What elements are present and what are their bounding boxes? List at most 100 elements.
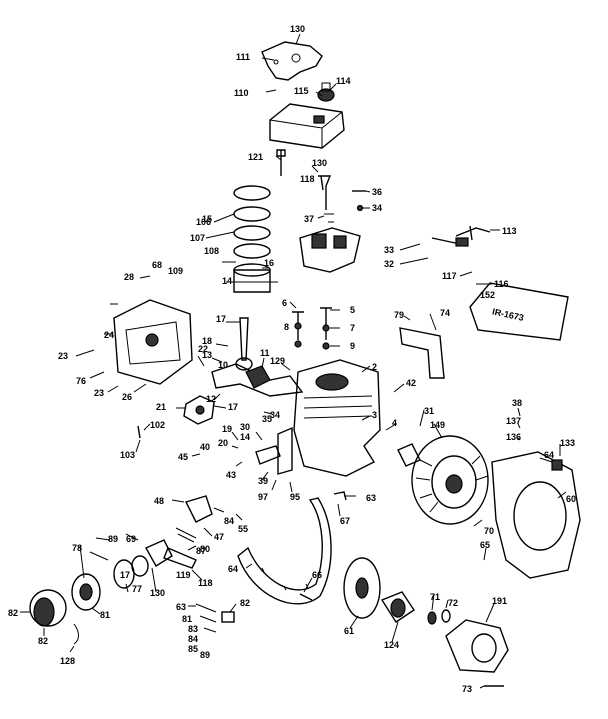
part-bearing-124 [380, 591, 415, 623]
callout-label: 130 [150, 588, 165, 598]
part-cover-boss [313, 115, 325, 124]
callout-label: 81 [182, 614, 192, 624]
callout-label: 89 [108, 534, 118, 544]
callout-label: 3 [372, 410, 377, 420]
part-flywheel-hub [445, 474, 463, 494]
part-lever-boss [455, 237, 469, 247]
part-screw-66 [299, 593, 313, 601]
part-flywheel-fins [415, 455, 489, 513]
part-crankcase-inner [125, 321, 181, 365]
part-valve-stem-b [320, 307, 332, 340]
part-spring-d [322, 342, 330, 350]
callout-label: 31 [424, 406, 434, 416]
part-spring-a [294, 322, 302, 330]
callout-label: 110 [234, 88, 249, 98]
callout-label: 61 [344, 626, 354, 636]
callout-label: 14 [222, 276, 232, 286]
callout-label: 97 [258, 492, 268, 502]
part-gear-81 [71, 573, 101, 611]
part-bearing-boss [145, 333, 159, 347]
callout-label: 106 [196, 217, 211, 227]
callout-label: 10 [218, 360, 228, 370]
part-bracket-74 [399, 327, 445, 379]
callout-label: 68 [152, 260, 162, 270]
callout-label: 38 [512, 398, 522, 408]
callout-label: 15 [202, 214, 212, 224]
callout-label: 30 [240, 422, 250, 432]
part-blower-opening [513, 481, 567, 551]
part-blower-housing [491, 451, 581, 579]
callout-label: 24 [104, 330, 114, 340]
callout-label: 84 [188, 634, 198, 644]
part-bearing-124-ring [390, 598, 406, 618]
callout-label: 37 [304, 214, 314, 224]
callout-label: 85 [188, 644, 198, 654]
callout-label: 82 [240, 598, 250, 608]
callout-label: 83 [188, 624, 198, 634]
callout-label: 40 [200, 442, 210, 452]
callout-label: 77 [132, 584, 142, 594]
callout-label: 66 [312, 570, 322, 580]
callout-label: 124 [384, 640, 399, 650]
part-hub-130 [145, 539, 173, 567]
part-washer-34 [356, 204, 364, 212]
part-disc-61-hole [355, 577, 369, 599]
part-pin-group [195, 603, 217, 633]
part-disc-61 [343, 557, 381, 619]
part-cam-gear [183, 395, 215, 425]
callout-label: 23 [58, 351, 68, 361]
part-gear-77 [131, 555, 149, 577]
callout-label: 6 [282, 298, 287, 308]
callout-label: 11 [260, 348, 270, 358]
callout-label: 72 [448, 598, 458, 608]
part-washer-72 [441, 609, 451, 623]
part-spring-c [294, 340, 302, 348]
callout-label: 36 [372, 187, 382, 197]
part-block-84 [221, 611, 235, 623]
callout-label: 133 [560, 438, 575, 448]
card-label: IR-1673 [491, 306, 524, 322]
part-starter-191 [445, 619, 509, 673]
callout-label: 87 [196, 546, 206, 556]
callout-label: 107 [190, 233, 205, 243]
callout-label: 35 [262, 414, 272, 424]
part-connecting-rod [239, 317, 249, 361]
callout-label: 64 [228, 564, 238, 574]
callout-label: 7 [350, 323, 355, 333]
callout-label: 63 [176, 602, 186, 612]
callout-label: 16 [264, 258, 274, 268]
leader-lines [20, 33, 567, 689]
callout-label: 149 [430, 420, 445, 430]
part-elbow [185, 495, 213, 523]
part-carb-bowl [311, 233, 327, 249]
callout-label: 119 [176, 570, 191, 580]
callout-label: 69 [126, 534, 136, 544]
callout-label: 67 [340, 516, 350, 526]
part-breather-cap [317, 88, 335, 102]
part-flywheel-inner [431, 455, 477, 509]
part-cylinder-bore [315, 373, 349, 391]
part-spring-b [322, 324, 330, 332]
callout-label: 5 [350, 305, 355, 315]
callout-label: 2 [372, 362, 377, 372]
callout-label: 70 [484, 526, 494, 536]
part-valve-cover-top [269, 111, 343, 148]
callout-label: 42 [406, 378, 416, 388]
callout-label: 130 [312, 158, 327, 168]
callout-label: 191 [492, 596, 507, 606]
part-hole [291, 53, 301, 63]
part-ignition-coil [397, 443, 421, 467]
callout-label: 80 [200, 544, 210, 554]
callout-label: 22 [198, 344, 208, 354]
callout-label: 28 [124, 272, 134, 282]
callout-label: 111 [236, 52, 250, 62]
part-gear-79 [113, 559, 135, 589]
callout-label: 113 [502, 226, 517, 236]
part-starter-191-hub [471, 633, 497, 663]
part-screw-103 [137, 425, 141, 439]
part-carburetor [299, 227, 361, 273]
part-gear-hub [195, 405, 205, 415]
callout-label: 64 [544, 450, 554, 460]
